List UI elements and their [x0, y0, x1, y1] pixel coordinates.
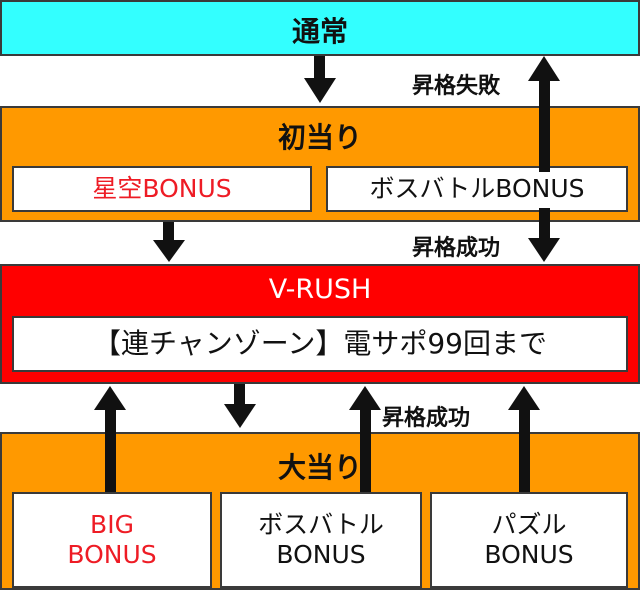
arrow-vrush-to-big-hit — [224, 384, 256, 428]
puzzle-line1: パズル — [491, 510, 567, 539]
arrow-normal-to-first-hit — [304, 56, 336, 103]
big-bonus-box: BIG BONUS — [12, 492, 212, 588]
big-hit-title: 大当り — [277, 451, 362, 484]
boss-battle-line1: ボスバトル — [258, 510, 384, 539]
vrush-description-box: 【連チャンゾーン】電サポ99回まで — [12, 316, 628, 372]
first-hit-title: 初当り — [277, 121, 362, 154]
boss-battle-bonus-box: ボスバトルBONUS — [326, 166, 628, 212]
puzzle-bonus-box: パズル BONUS — [430, 492, 628, 588]
arrow-big-bonus-to-vrush — [94, 386, 126, 492]
boss-battle-line2: BONUS — [276, 540, 366, 569]
upgrade-success-top-label: 昇格成功 — [412, 236, 501, 261]
starry-sky-bonus-box: 星空BONUS — [12, 166, 312, 212]
vrush-title: V-RUSH — [268, 274, 372, 305]
arrow-boss-battle-to-vrush — [349, 386, 381, 492]
puzzle-line2: BONUS — [484, 540, 574, 569]
boss-battle-bonus-big-box: ボスバトル BONUS — [220, 492, 422, 588]
upgrade-success-bottom-label: 昇格成功 — [382, 406, 471, 431]
normal-state-box: 通常 — [0, 0, 640, 56]
upgrade-fail-label: 昇格失敗 — [412, 74, 501, 99]
big-hit-box: 大当り BIG BONUS ボスバトル BONUS パズル BONUS — [0, 432, 640, 590]
vrush-box: V-RUSH 【連チャンゾーン】電サポ99回まで — [0, 264, 640, 384]
big-bonus-line1: BIG — [90, 510, 134, 539]
arrow-starry-to-vrush — [153, 222, 185, 262]
normal-state-title: 通常 — [291, 15, 348, 48]
arrow-first-hit-to-normal — [528, 56, 560, 172]
arrow-first-hit-to-vrush-right — [528, 208, 560, 262]
arrow-puzzle-to-vrush — [508, 386, 540, 492]
big-bonus-line2: BONUS — [67, 540, 157, 569]
first-hit-box: 初当り 星空BONUS ボスバトルBONUS — [0, 106, 640, 222]
